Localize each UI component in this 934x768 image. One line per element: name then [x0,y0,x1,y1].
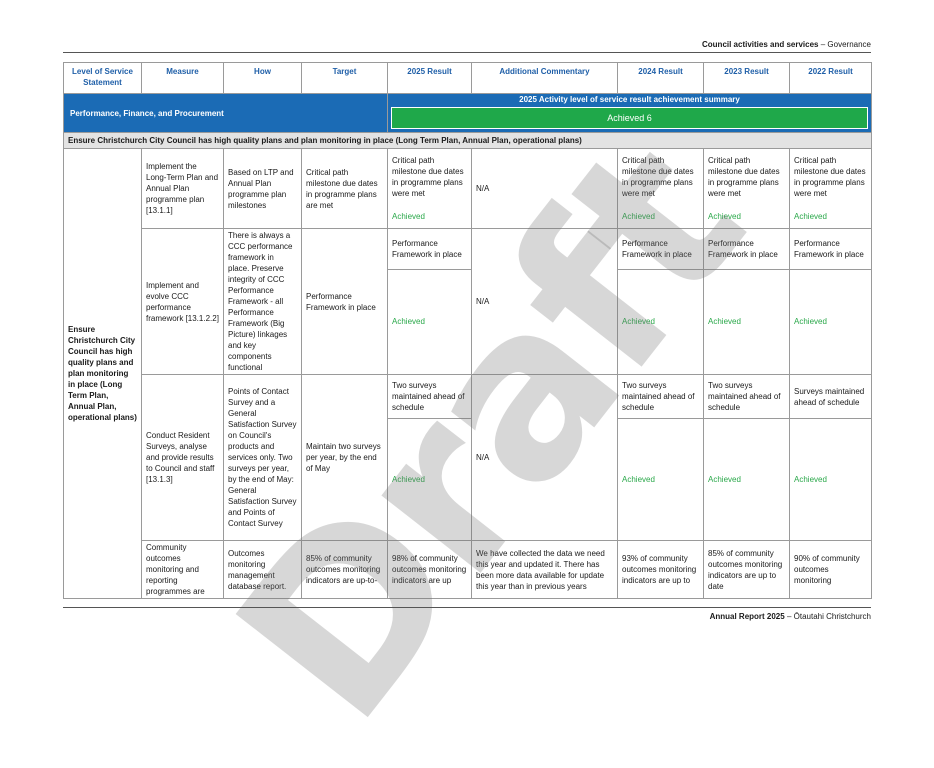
result-2022-status: Achieved [789,268,872,376]
commentary-cell: N/A [471,374,618,541]
achieved-count: 6 [646,113,652,123]
result-2022-text: Critical path milestone due dates in pro… [789,148,872,205]
result-2024-text: Performance Framework in place [617,228,704,270]
header-section: Council activities and services [702,40,819,49]
achieved-summary-bar: Achieved 6 [391,107,868,129]
target-cell: 85% of community outcomes monitoring ind… [301,540,388,599]
level-statement: Ensure Christchurch City Council has hig… [63,148,142,599]
result-2022-text: 90% of community outcomes monitoring [789,540,872,599]
table-row: Conduct Resident Surveys, analyse and pr… [64,374,872,541]
subheading-row: Ensure Christchurch City Council has hig… [63,132,872,149]
result-2022-status: Achieved [789,418,872,541]
footer-report: Annual Report 2025 [709,612,785,621]
measure-cell: Implement the Long-Term Plan and Annual … [141,148,224,229]
footer-sub: Ōtautahi Christchurch [793,612,871,621]
result-2022-status: Achieved [789,204,872,229]
result-2025-text: Critical path milestone due dates in pro… [387,148,472,205]
target-cell: Critical path milestone due dates in pro… [301,148,388,229]
result-2024-status: Achieved [617,418,704,541]
col-level: Level of Service Statement [63,62,142,94]
service-table: Level of Service Statement Measure How T… [63,62,872,599]
result-2025-status: Achieved [387,204,472,229]
col-target: Target [301,62,388,94]
measure-cell: Community outcomes monitoring and report… [141,540,224,599]
achieved-label: Achieved [607,113,645,123]
col-commentary: Additional Commentary [471,62,618,94]
band-row: Performance, Finance, and Procurement 20… [63,93,872,133]
table-row: Implement and evolve CCC performance fra… [64,228,872,375]
result-2024-text: Critical path milestone due dates in pro… [617,148,704,205]
summary-label: 2025 Activity level of service result ac… [519,95,740,104]
result-2024-text: Two surveys maintained ahead of schedule [617,374,704,419]
header-sub: Governance [827,40,871,49]
result-2025-status: Achieved [387,418,472,541]
subheading: Ensure Christchurch City Council has hig… [63,132,872,149]
footer-rule [63,607,871,608]
col-2022: 2022 Result [789,62,872,94]
col-2024: 2024 Result [617,62,704,94]
result-2022-text: Surveys maintained ahead of schedule [789,374,872,419]
header-separator: – [818,40,828,49]
page-footer: Annual Report 2025 – Ōtautahi Christchur… [63,612,871,626]
table-row: Ensure Christchurch City Council has hig… [63,148,872,599]
result-2024-status: Achieved [617,268,704,376]
result-2025-text: Two surveys maintained ahead of schedule [387,374,472,419]
col-2025: 2025 Result [387,62,472,94]
table-row-status: Achieved Achieved Achieved Achieved [64,204,872,229]
commentary-cell: N/A [471,148,618,229]
result-2025-status: Achieved [387,268,472,376]
result-2024-text: 93% of community outcomes monitoring ind… [617,540,704,599]
col-how: How [223,62,302,94]
col-measure: Measure [141,62,224,94]
result-2023-text: Two surveys maintained ahead of schedule [703,374,790,419]
result-2023-text: Critical path milestone due dates in pro… [703,148,790,205]
how-cell: There is always a CCC performance framew… [223,228,302,375]
col-2023: 2023 Result [703,62,790,94]
page-header: Council activities and services – Govern… [63,40,871,54]
result-2023-text: 85% of community outcomes monitoring ind… [703,540,790,599]
commentary-cell: N/A [471,228,618,375]
band-title: Performance, Finance, and Procurement [63,93,388,133]
result-2024-status: Achieved [617,204,704,229]
footer-separator: – [784,612,794,621]
target-cell: Maintain two surveys per year, by the en… [301,374,388,541]
result-2023-status: Achieved [703,268,790,376]
commentary-cell: We have collected the data we need this … [471,540,618,599]
header-rule [63,52,871,53]
how-cell: Based on LTP and Annual Plan programme p… [223,148,302,229]
table-row: Community outcomes monitoring and report… [64,540,872,599]
column-header-row: Level of Service Statement Measure How T… [63,62,872,94]
result-2023-text: Performance Framework in place [703,228,790,270]
result-2023-status: Achieved [703,204,790,229]
result-2025-text: 98% of community outcomes monitoring ind… [387,540,472,599]
target-cell: Performance Framework in place [301,228,388,375]
band-summary: 2025 Activity level of service result ac… [387,93,872,133]
table-row-status: Achieved Achieved Achieved Achieved [64,268,872,376]
result-2025-text: Performance Framework in place [387,228,472,270]
measure-cell: Conduct Resident Surveys, analyse and pr… [141,374,224,541]
measure-cell: Implement and evolve CCC performance fra… [141,228,224,375]
how-cell: Outcomes monitoring management database … [223,540,302,599]
result-2022-text: Performance Framework in place [789,228,872,270]
how-cell: Points of Contact Survey and a General S… [223,374,302,541]
result-2023-status: Achieved [703,418,790,541]
